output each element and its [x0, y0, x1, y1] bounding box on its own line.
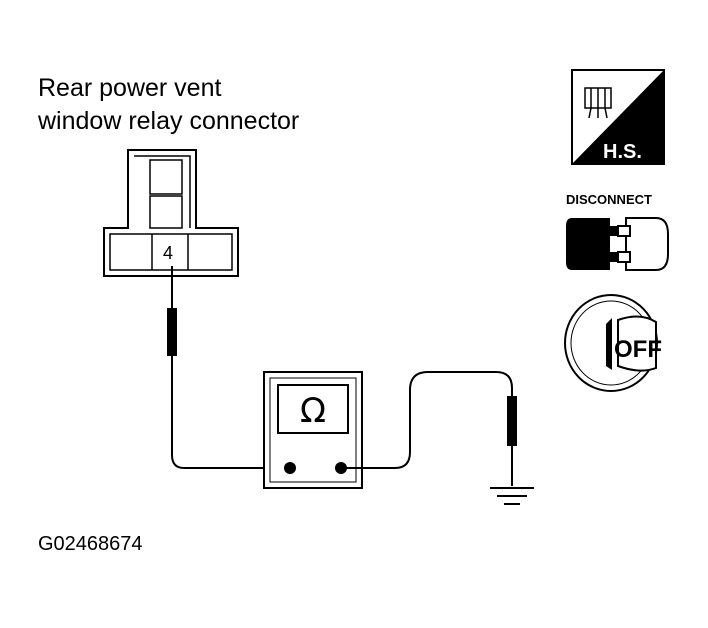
title-line-1: Rear power vent	[38, 74, 222, 102]
meter-lead-negative	[341, 371, 513, 469]
test-probe-positive	[167, 266, 177, 362]
diagram-title: Rear power vent window relay connector	[38, 72, 299, 138]
ignition-off-label: OFF	[614, 336, 662, 363]
ground-symbol-icon	[490, 487, 534, 505]
connector-pin-label: 4	[163, 243, 173, 263]
disconnect-icon	[566, 217, 669, 271]
harness-side-label: H.S.	[603, 141, 642, 163]
test-probe-ground	[507, 396, 517, 486]
harness-side-icon	[571, 69, 665, 165]
title-line-2: window relay connector	[38, 107, 300, 135]
figure-id: G02468674	[38, 533, 143, 555]
disconnect-label: DISCONNECT	[566, 192, 652, 207]
meter-lead-positive	[171, 362, 290, 469]
ignition-off-icon	[564, 294, 658, 392]
ohm-symbol: Ω	[300, 391, 326, 431]
relay-connector	[103, 149, 239, 277]
